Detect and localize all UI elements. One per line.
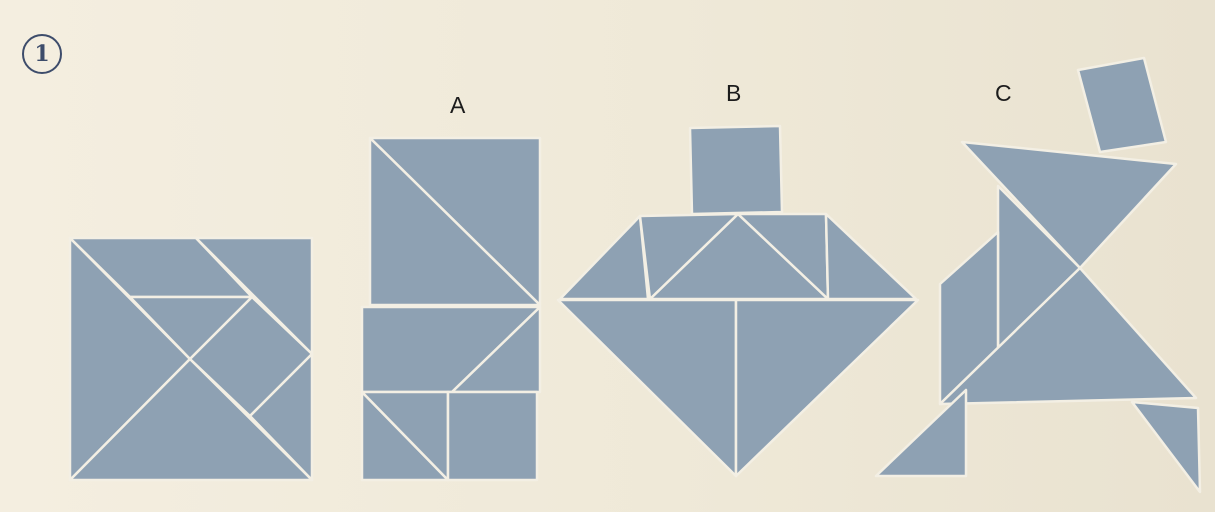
- c-small-triangle-foot: [874, 388, 968, 478]
- c-large-triangle-bottom: [938, 266, 1198, 406]
- exercise-number: 1: [34, 41, 50, 67]
- figure-label-a: A: [450, 92, 466, 118]
- b-parallelogram: [638, 212, 740, 301]
- c-small-triangle-arm: [1130, 400, 1202, 494]
- a-square-piece: [446, 390, 539, 482]
- b-small-triangle-right: [824, 212, 918, 301]
- tangram-square: [68, 236, 314, 482]
- c-large-triangle-top: [960, 140, 1178, 270]
- b-small-triangle-left: [558, 214, 650, 301]
- c-square-head: [1076, 56, 1168, 154]
- b-large-triangle-left: [556, 298, 738, 478]
- tangram-figure-b: [556, 124, 920, 478]
- figure-label-c: C: [995, 80, 1012, 106]
- b-square-piece: [688, 124, 784, 216]
- square-large-triangle-bottom: [68, 357, 314, 482]
- square-small-triangle-right: [248, 352, 314, 482]
- tangram-figure-c: [874, 56, 1202, 494]
- a-large-triangle-2: [368, 136, 542, 307]
- exercise-number-badge: 1: [22, 34, 62, 74]
- figure-label-b: B: [726, 80, 742, 106]
- b-large-triangle-right: [734, 298, 920, 478]
- tangram-figure-a: [360, 136, 542, 482]
